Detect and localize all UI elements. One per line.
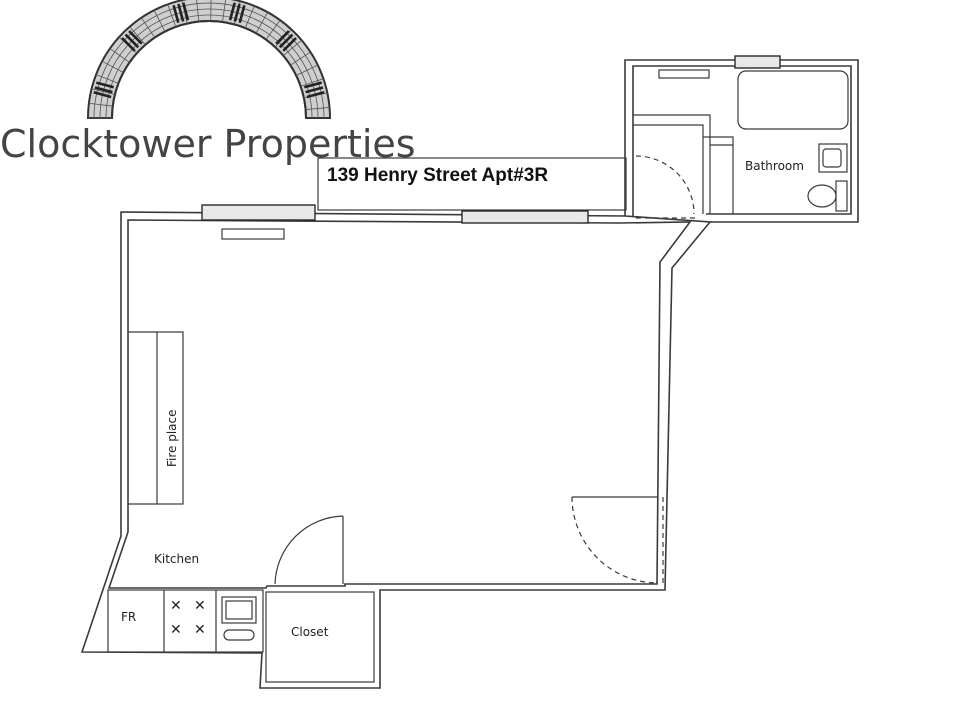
- main-room-walls: [80, 211, 712, 689]
- closet-door: [274, 515, 344, 585]
- closet: Closet: [265, 591, 375, 683]
- kitchen-label: Kitchen: [154, 552, 199, 566]
- svg-text:✕: ✕: [170, 622, 182, 638]
- window-bathroom: [734, 55, 781, 69]
- address-banner: 139 Henry Street Apt#3R: [317, 157, 627, 211]
- window-top-left: [201, 204, 316, 221]
- bathroom-label: Bathroom: [745, 159, 804, 173]
- fireplace: Fire place: [128, 331, 184, 505]
- bath-radiator: [658, 69, 710, 79]
- svg-text:✕: ✕: [194, 622, 206, 638]
- clock-face-arch-icon: [86, 0, 332, 119]
- radiator: [221, 228, 285, 240]
- sink-icon: [818, 143, 848, 173]
- fridge-label: FR: [121, 610, 136, 624]
- svg-text:✕: ✕: [194, 598, 206, 614]
- bathtub-icon: [737, 70, 849, 130]
- window-top-right: [461, 210, 589, 224]
- sink-icon: [221, 596, 257, 641]
- stove-burners-icon: ✕ ✕ ✕ ✕: [170, 598, 206, 638]
- bathroom: Bathroom: [624, 55, 859, 223]
- fireplace-label: Fire place: [165, 409, 179, 467]
- toilet-icon: [807, 180, 848, 212]
- kitchen-counter: FR ✕ ✕ ✕ ✕: [107, 589, 264, 653]
- address-label: 139 Henry Street Apt#3R: [327, 165, 548, 186]
- svg-text:✕: ✕: [170, 598, 182, 614]
- closet-label: Closet: [291, 625, 329, 639]
- entry-door: [571, 496, 664, 584]
